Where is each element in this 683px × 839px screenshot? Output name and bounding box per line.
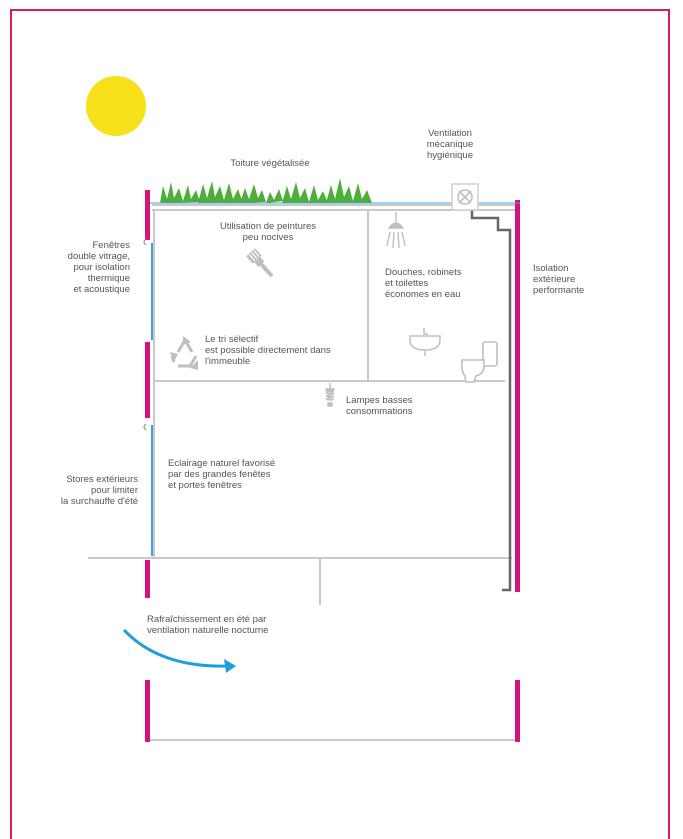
airflow-arrow-icon bbox=[122, 628, 236, 673]
ventilation-duct bbox=[451, 183, 512, 592]
insulation-label: Isolation extérieure performante bbox=[533, 263, 585, 296]
lamp-icon bbox=[324, 383, 336, 407]
sink-icon bbox=[409, 328, 441, 356]
daylight-label: Eclairage naturel favorisé par des grand… bbox=[168, 458, 276, 491]
blinds-label: Stores extérieurs pour limiter la surcha… bbox=[60, 474, 138, 507]
windows bbox=[150, 202, 520, 556]
paint-brush-icon bbox=[246, 248, 274, 278]
page-frame bbox=[10, 9, 670, 839]
blind-hooks bbox=[143, 238, 147, 431]
building-structure bbox=[88, 204, 520, 741]
fan-icon bbox=[457, 189, 473, 205]
sorting-label: Le tri sélectif est possible directement… bbox=[205, 334, 331, 367]
ventilation-label: Ventilation mécanique hygiénique bbox=[426, 128, 474, 161]
windows-label: Fenêtres double vitrage, pour isolation … bbox=[67, 240, 130, 295]
toilet-icon bbox=[461, 341, 498, 383]
night-cooling-label: Rafraîchissement en été par ventilation … bbox=[147, 614, 269, 636]
grass-icon bbox=[160, 178, 372, 203]
lamps-label: Lampes basses consommations bbox=[346, 395, 413, 417]
water-label: Douches, robinets et toilettes économes … bbox=[385, 267, 462, 300]
shower-icon bbox=[386, 212, 406, 249]
paints-label: Utilisation de peintures peu nocives bbox=[219, 221, 317, 243]
sun-icon bbox=[86, 76, 146, 136]
recycle-icon bbox=[170, 336, 198, 370]
roof-label: Toiture végétalisée bbox=[230, 158, 310, 169]
insulation-walls bbox=[145, 190, 520, 742]
